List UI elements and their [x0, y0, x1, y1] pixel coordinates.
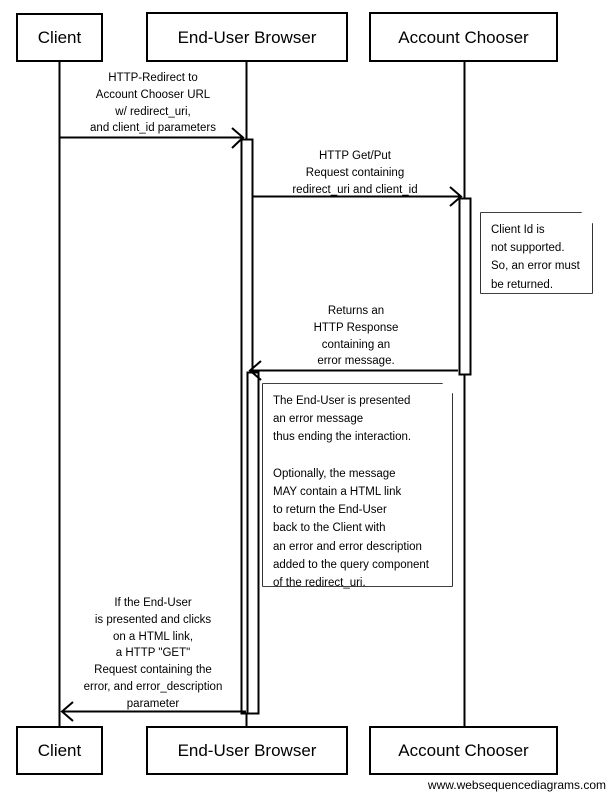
actor-box-client-bottom[interactable]: Client	[16, 726, 103, 775]
actor-label-browser-bottom: End-User Browser	[177, 741, 317, 760]
note-chooser: Client Id is not supported. So, an error…	[481, 213, 592, 293]
activation-chooser	[458, 197, 472, 376]
actor-label-client-bottom: Client	[37, 741, 82, 760]
actor-box-chooser-bottom[interactable]: Account Chooser	[369, 726, 558, 775]
message-arrow-3	[248, 360, 458, 381]
message-label-1: HTTP-Redirect to Account Chooser URL w/ …	[90, 72, 216, 135]
message-label-4: If the End-User is presented and clicks …	[83, 597, 223, 710]
actor-label-client-top: Client	[37, 28, 82, 47]
note-chooser-text: Client Id is not supported. So, an error…	[491, 224, 580, 291]
message-arrow-4	[60, 701, 246, 722]
actor-label-chooser-top: Account Chooser	[398, 27, 529, 47]
message-arrow-1	[60, 127, 245, 149]
footer-credit: www.websequencediagrams.com	[427, 778, 606, 792]
actor-label-chooser-bottom: Account Chooser	[398, 741, 529, 760]
message-label-3: Returns an HTTP Response containing an e…	[313, 305, 399, 368]
message-arrow-2	[253, 186, 463, 207]
actor-box-browser-bottom[interactable]: End-User Browser	[146, 726, 348, 775]
actor-box-chooser-top[interactable]: Account Chooser	[369, 12, 558, 62]
activation-browser-nested	[246, 371, 260, 715]
actor-box-browser-top[interactable]: End-User Browser	[146, 12, 348, 62]
note-browser-text: The End-User is presented an error messa…	[273, 395, 430, 590]
actor-box-client-top[interactable]: Client	[16, 13, 103, 62]
note-browser: The End-User is presented an error messa…	[263, 384, 452, 589]
actor-label-browser-top: End-User Browser	[177, 27, 317, 47]
message-label-2: HTTP Get/Put Request containing redirect…	[292, 150, 418, 196]
